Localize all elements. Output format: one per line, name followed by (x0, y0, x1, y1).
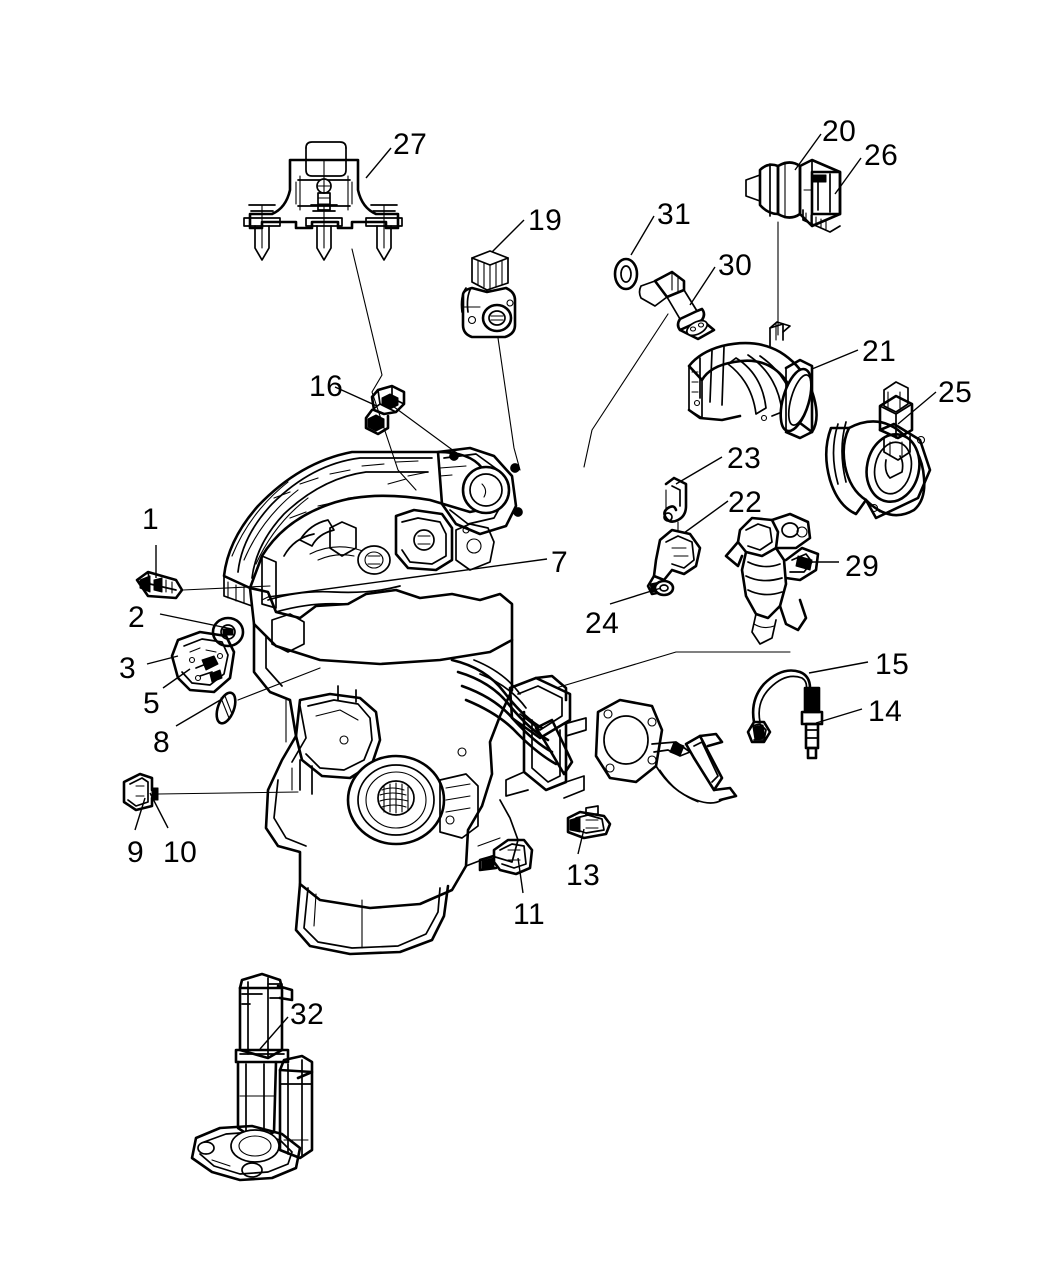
callout-number-29: 29 (845, 550, 880, 583)
leader-line-13 (577, 828, 585, 855)
part-9-oil-pressure-switch (122, 772, 159, 812)
callout-number-22: 22 (728, 486, 763, 519)
part-2-sensor-grommet (211, 616, 245, 648)
part-24-o-ring (653, 579, 675, 597)
callout-number-27: 27 (393, 128, 428, 161)
part-16-knock-sensor (364, 384, 406, 436)
callout-number-31: 31 (657, 198, 692, 231)
callout-number-9: 9 (127, 836, 145, 869)
leader-line-15 (808, 661, 869, 674)
part-3-sensor-mounting-bracket (170, 630, 236, 694)
callout-number-32: 32 (290, 998, 325, 1031)
callout-leader-lines (134, 133, 937, 1050)
leader-line-27 (365, 147, 392, 179)
callout-number-20: 20 (822, 115, 857, 148)
exhaust-flange-plate (534, 698, 738, 804)
callout-number-23: 23 (727, 442, 762, 475)
callout-number-30: 30 (718, 249, 753, 282)
part-25-throttle-body (824, 381, 932, 520)
leader-line-25 (897, 391, 937, 425)
part-26-sensor-connector (798, 158, 842, 233)
part-1-intake-air-temperature-sensor (135, 570, 184, 600)
callout-number-13: 13 (566, 859, 601, 892)
callout-number-2: 2 (128, 601, 146, 634)
callout-number-11: 11 (513, 898, 546, 931)
engine-assembly (222, 446, 587, 956)
part-19-camshaft-position-sensor (460, 250, 517, 339)
part-27-coil-pack-bracket (243, 141, 403, 261)
part-13-speed-sensor (566, 805, 612, 840)
callout-number-14: 14 (868, 695, 903, 728)
leader-line-10 (149, 792, 169, 829)
leader-line-24 (609, 587, 662, 605)
leader-line-2 (159, 613, 233, 630)
part-15-oxygen-sensor-harness (746, 669, 812, 744)
leader-line-19 (491, 219, 525, 253)
leader-line-8 (175, 698, 223, 727)
leader-line-31 (630, 215, 655, 256)
callout-number-26: 26 (864, 139, 899, 172)
part-21-air-intake-duct (687, 321, 818, 440)
leader-line-16 (334, 386, 378, 407)
callout-number-15: 15 (875, 648, 910, 681)
leader-line-22 (683, 500, 729, 534)
leader-line-23 (675, 456, 723, 485)
part-30-crankshaft-position-sensor (638, 270, 716, 341)
callout-number-3: 3 (119, 652, 137, 685)
leader-line-14 (815, 708, 863, 724)
leader-line-30 (689, 266, 716, 306)
leader-line-26 (834, 157, 862, 195)
part-14-oxygen-sensor (800, 686, 824, 760)
callout-number-21: 21 (862, 335, 897, 368)
part-20-coolant-temperature-sensor (745, 161, 802, 219)
leader-line-5 (162, 668, 191, 689)
callout-number-24: 24 (585, 607, 620, 640)
callout-number-25: 25 (938, 376, 973, 409)
callout-number-7: 7 (551, 546, 569, 579)
leader-line-20 (794, 133, 822, 171)
callout-number-8: 8 (153, 726, 171, 759)
leader-line-3 (146, 655, 179, 665)
callout-number-16: 16 (309, 370, 344, 403)
leader-line-32 (259, 1016, 289, 1050)
callout-number-10: 10 (163, 836, 198, 869)
part-32-ignition-coil-assembly (190, 972, 314, 1182)
leader-line-11 (517, 857, 524, 894)
part-8-sensor-seal (215, 691, 237, 725)
leader-line-9 (134, 797, 146, 831)
leader-line-7 (267, 558, 548, 598)
part-31-o-ring-seal (613, 257, 639, 291)
callout-number-19: 19 (528, 204, 563, 237)
callout-number-5: 5 (143, 687, 161, 720)
leader-line-21 (811, 349, 859, 370)
part-23-retainer-clip (663, 476, 688, 533)
part-29-map-sensor (724, 512, 820, 645)
part-11-crank-sensor-bracket (478, 838, 534, 876)
callout-number-1: 1 (142, 503, 160, 536)
